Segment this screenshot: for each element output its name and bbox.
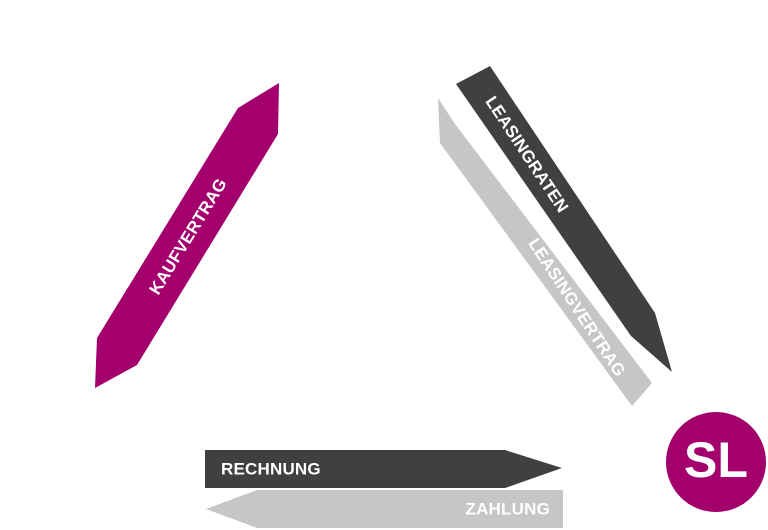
kaufvertrag-arrow	[95, 83, 279, 388]
leasingvertrag-arrow	[438, 98, 652, 406]
leasingraten-arrow	[456, 66, 672, 372]
sl-logo: SL	[666, 412, 766, 512]
rechnung-arrow	[205, 450, 562, 488]
rechnung-label: RECHNUNG	[221, 459, 321, 478]
logo-circle	[666, 412, 766, 512]
zahlung-arrow	[206, 490, 563, 528]
zahlung-label: ZAHLUNG	[466, 499, 551, 518]
logo-text: SL	[684, 432, 748, 488]
